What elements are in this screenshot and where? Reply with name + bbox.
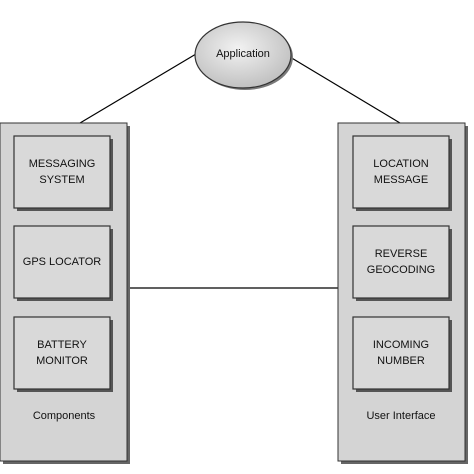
reverse-geocoding-line2: GEOCODING [367, 264, 435, 276]
gps-locator-box: GPS LOCATOR [13, 225, 113, 301]
user-interface-caption: User Interface [366, 410, 435, 422]
components-panel: MESSAGING SYSTEM GPS LOCATOR BATTERY MON… [0, 122, 130, 464]
reverse-geocoding-box: REVERSE GEOCODING [352, 225, 452, 301]
incoming-number-box: INCOMING NUMBER [352, 316, 452, 392]
messaging-system-line2: SYSTEM [39, 174, 84, 186]
messaging-system-box: MESSAGING SYSTEM [13, 135, 113, 211]
user-interface-panel: LOCATION MESSAGE REVERSE GEOCODING INCOM… [337, 122, 468, 464]
battery-monitor-line1: BATTERY [37, 339, 87, 351]
location-message-line1: LOCATION [373, 158, 428, 170]
connector-app-to-ui [284, 53, 401, 124]
components-caption: Components [33, 410, 96, 422]
location-message-box: LOCATION MESSAGE [352, 135, 452, 211]
application-node: Application [194, 21, 293, 90]
application-label: Application [216, 48, 270, 60]
application-ellipse [194, 21, 292, 89]
location-message-line2: MESSAGE [374, 174, 428, 186]
connector-app-to-components [79, 53, 197, 124]
battery-monitor-box: BATTERY MONITOR [13, 316, 113, 392]
reverse-geocoding-line1: REVERSE [375, 248, 428, 260]
incoming-number-line1: INCOMING [373, 339, 429, 351]
messaging-system-line1: MESSAGING [29, 158, 96, 170]
battery-monitor-line2: MONITOR [36, 355, 88, 367]
incoming-number-line2: NUMBER [377, 355, 425, 367]
gps-locator-label: GPS LOCATOR [23, 256, 102, 268]
